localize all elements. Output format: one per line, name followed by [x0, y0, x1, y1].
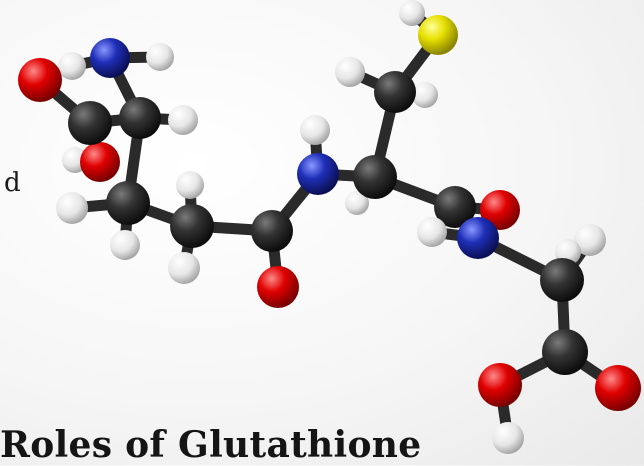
nitrogen-atom [297, 153, 339, 195]
clipped-side-text: d [4, 168, 21, 198]
slide-title: Roles of Glutathione [0, 424, 422, 466]
hydrogen-atom [300, 115, 330, 145]
hydrogen-atom [58, 52, 86, 80]
hydrogen-atom [345, 191, 369, 215]
hydrogen-atom [168, 105, 198, 135]
oxygen-atom [257, 266, 299, 308]
hydrogen-atom [168, 252, 200, 284]
sulfur-atom [418, 15, 458, 55]
hydrogen-atom [574, 224, 606, 256]
hydrogen-atom [412, 82, 438, 108]
carbon-atom [251, 210, 293, 252]
hydrogen-atom [146, 43, 174, 71]
atoms [18, 0, 641, 454]
nitrogen-atom [90, 38, 130, 78]
hydrogen-atom [56, 192, 88, 224]
hydrogen-atom [110, 230, 140, 260]
hydrogen-atom [399, 0, 425, 26]
carbon-atom [119, 97, 161, 139]
hydrogen-atom [492, 422, 524, 454]
nitrogen-atom [457, 217, 499, 259]
bonds [34, 7, 624, 444]
carbon-atom [106, 181, 150, 225]
carbon-atom [542, 329, 588, 375]
carbon-atom [68, 101, 112, 145]
oxygen-atom [80, 142, 120, 182]
hydrogen-atom [417, 217, 447, 247]
carbon-atom [434, 186, 476, 228]
carbon-atom [170, 204, 214, 248]
oxygen-atom [595, 365, 641, 411]
oxygen-atom [478, 363, 522, 407]
carbon-atom [540, 258, 584, 302]
carbon-atom [374, 71, 416, 113]
oxygen-atom [18, 58, 62, 102]
hydrogen-atom [176, 171, 204, 199]
oxygen-atom [480, 190, 520, 230]
hydrogen-atom [335, 57, 365, 87]
carbon-atom [353, 155, 397, 199]
